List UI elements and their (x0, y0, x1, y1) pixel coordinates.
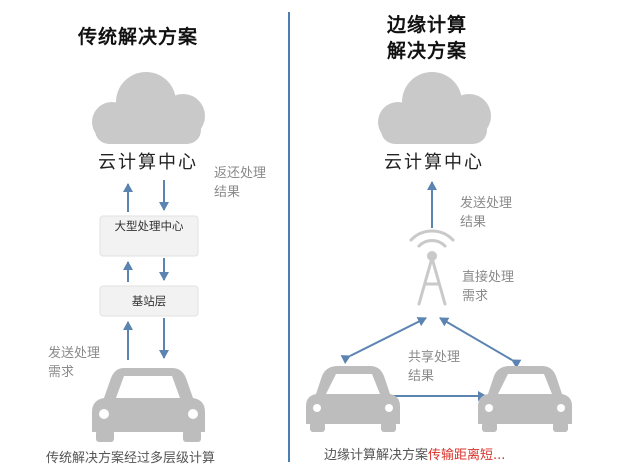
right-caption-highlight: 传输距离短... (428, 448, 506, 463)
left-caption: 传统解决方案经过多层级计算 (46, 451, 216, 466)
car-icon (92, 368, 205, 442)
cloud-icon (378, 72, 491, 144)
base-station-box-label: 基站层 (131, 294, 167, 308)
send-results-note: 发送处理结果 (460, 196, 513, 230)
send-request-note: 发送处理需求 (48, 346, 101, 380)
left-title: 传统解决方案 (78, 26, 199, 48)
right-cloud-label: 云计算中心 (384, 152, 484, 173)
edge-arrows (340, 317, 522, 401)
processor-box (99, 215, 199, 257)
antenna-tower-icon (409, 229, 455, 306)
right-title-line2: 解决方案 (387, 40, 468, 62)
left-cloud-label: 云计算中心 (98, 152, 198, 173)
car-icon (306, 366, 400, 432)
right-caption: 边缘计算解决方案传输距离短... (324, 444, 505, 463)
share-results-note: 共享处理结果 (408, 350, 461, 384)
antenna-node (427, 251, 437, 261)
direct-request-note: 直接处理需求 (462, 270, 515, 304)
return-results-note: 返还处理结果 (214, 166, 267, 200)
car-icon (478, 366, 572, 432)
right-title-line1: 边缘计算 (387, 14, 468, 36)
processor-box-label: 大型处理中心 (114, 219, 184, 233)
base-station-box (99, 285, 199, 317)
right-caption-text: 边缘计算解决方案 (324, 448, 429, 463)
cloud-icon (92, 72, 205, 144)
